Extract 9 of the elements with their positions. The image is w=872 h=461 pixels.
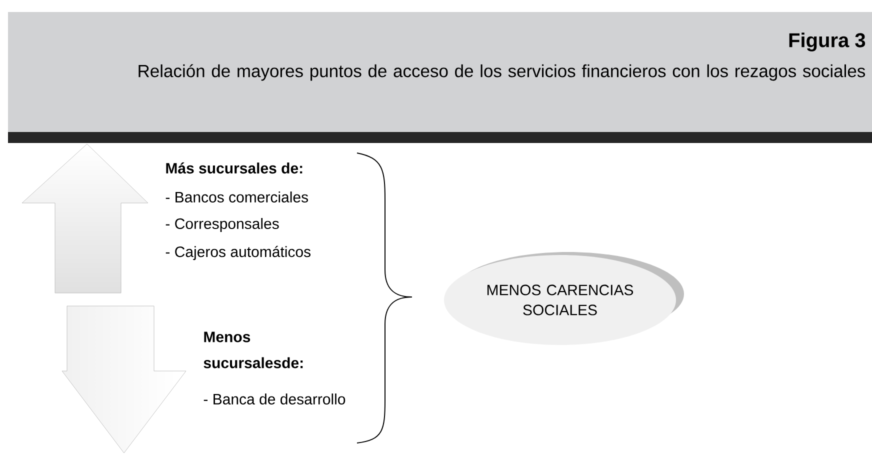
list-item: - Banca de desarrollo (204, 394, 346, 404)
heading-text: Más sucursales de: (166, 162, 302, 174)
list-item: - Cajeros automáticos (166, 246, 310, 260)
list-item: - Corresponsales (166, 218, 279, 232)
figure-title: Figura 3 (789, 32, 866, 52)
heading-text: Menos sucursalesde: (204, 332, 303, 368)
figure-caption: Relación de mayores puntos de acceso de los servicios financieros con los rezagos sociales (138, 64, 866, 81)
list-item: - Bancos comerciales (166, 192, 308, 202)
ellipse-node: MENOS CARENCIAS SOCIALES (444, 255, 676, 345)
